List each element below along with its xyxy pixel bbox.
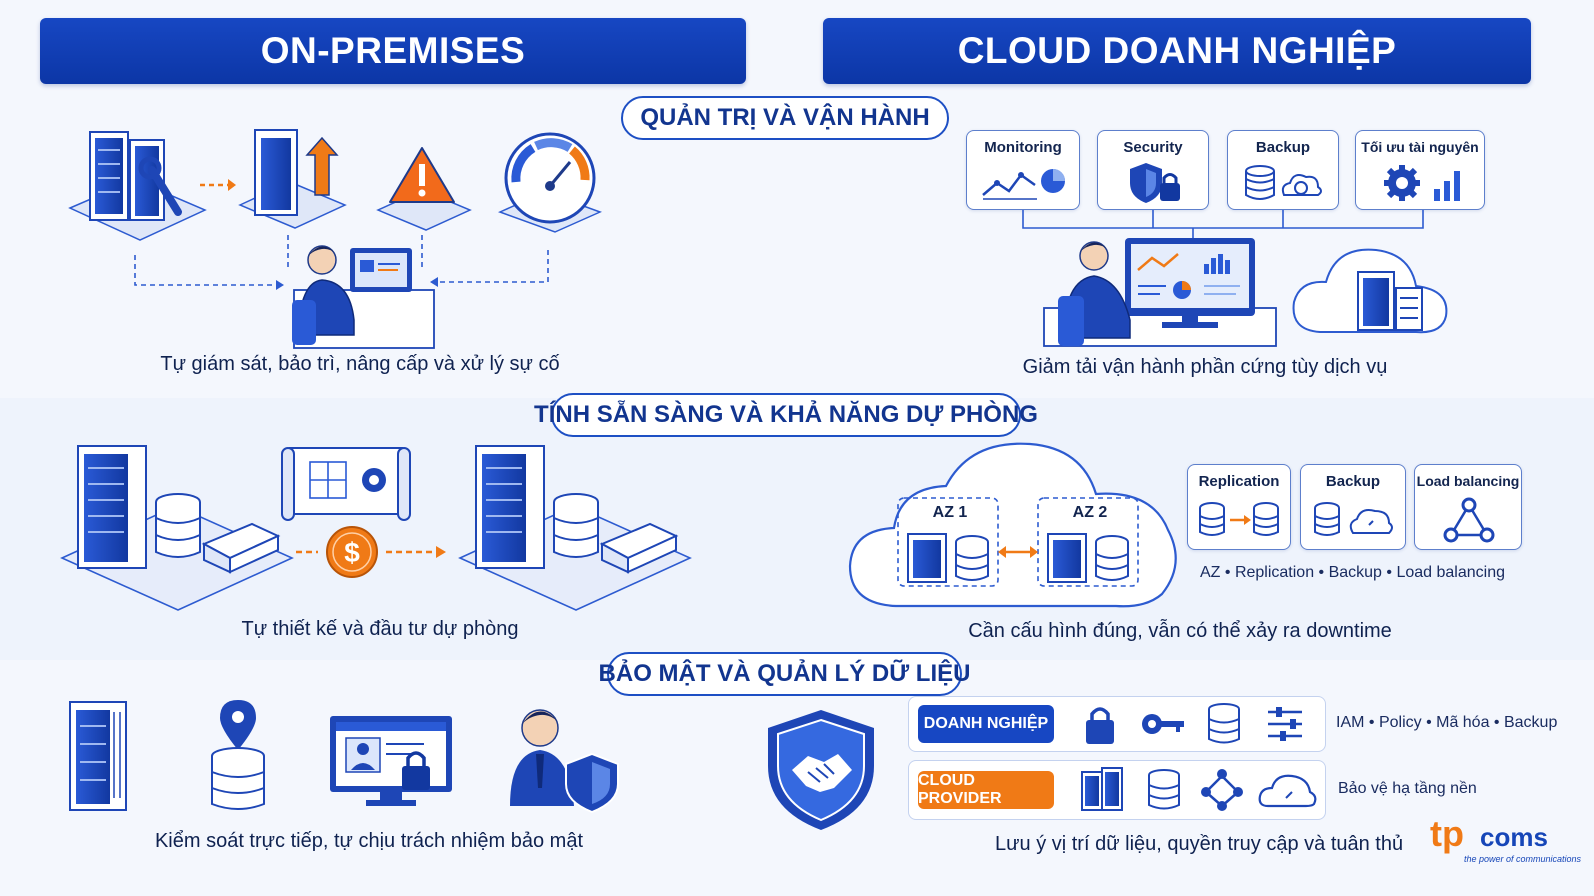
availability-cloud xyxy=(848,442,1177,608)
section-title-ops: QUẢN TRỊ VÀ VẬN HÀNH xyxy=(621,96,949,140)
card-load-balancing-title: Load balancing xyxy=(1416,473,1520,489)
availability-right-caption: Cần cấu hình đúng, vẫn có thể xảy ra dow… xyxy=(968,620,1392,642)
card-optimize-title: Tối ưu tài nguyên xyxy=(1361,139,1479,155)
chart-icon xyxy=(982,169,1065,200)
ops-right-illustration xyxy=(1022,210,1448,347)
card-backup-az-title: Backup xyxy=(1325,473,1381,490)
monitor-lock-icon xyxy=(330,716,452,806)
card-security: Security xyxy=(1097,130,1209,210)
card-security-title: Security xyxy=(1123,139,1183,156)
server-rack-icon xyxy=(69,701,127,811)
database-icon xyxy=(211,747,265,810)
handshake-shield-icon xyxy=(768,710,874,830)
monitor-icon xyxy=(1125,238,1255,328)
enterprise-note: IAM • Policy • Mã hóa • Backup xyxy=(1336,714,1558,731)
svg-text:$: $ xyxy=(344,537,360,568)
gauge-icon xyxy=(497,132,603,233)
database-cloud-icon xyxy=(1245,165,1322,200)
az1-label: AZ 1 xyxy=(932,504,968,521)
sliders-icon xyxy=(1268,707,1302,741)
database-icon xyxy=(155,493,201,558)
logo-mark: tp xyxy=(1430,813,1464,854)
topology-icon xyxy=(1201,769,1243,811)
backup-cloud-icon xyxy=(1314,502,1393,536)
user-shield-icon xyxy=(510,709,619,814)
enterprise-badge: DOANH NGHIỆP xyxy=(918,705,1054,743)
section-title-security: BẢO MẬT VÀ QUẢN LÝ DỮ LIỆU xyxy=(599,652,970,696)
security-right-caption: Lưu ý vị trí dữ liệu, quyền truy cập và … xyxy=(995,833,1404,855)
database-icon xyxy=(1208,703,1240,744)
admin-person-icon xyxy=(292,245,435,349)
key-icon xyxy=(1142,714,1184,734)
gear-icon xyxy=(1384,165,1460,201)
server-rack-icon xyxy=(475,445,545,569)
location-pin-icon xyxy=(220,700,256,750)
logo-suffix: coms xyxy=(1480,822,1548,852)
card-backup-title: Backup xyxy=(1255,139,1311,156)
ops-right-caption: Giảm tải vận hành phần cứng tùy dịch vụ xyxy=(1022,356,1388,378)
provider-badge: CLOUD PROVIDER xyxy=(918,771,1054,809)
cloud-admin-person-icon xyxy=(1058,241,1131,346)
wrench-icon xyxy=(138,156,182,216)
server-rack-icon xyxy=(68,131,207,241)
replication-icon xyxy=(1199,502,1279,536)
network-switch-icon xyxy=(201,522,281,574)
blueprint-icon xyxy=(281,447,411,521)
database-icon xyxy=(1148,769,1180,810)
security-left-caption: Kiểm soát trực tiếp, tự chịu trách nhiệm… xyxy=(154,830,584,852)
card-monitoring-title: Monitoring xyxy=(984,139,1062,156)
dollar-icon: $ xyxy=(326,526,378,578)
card-replication-title: Replication xyxy=(1198,473,1280,490)
card-backup: Backup xyxy=(1227,130,1339,210)
availability-left-illustration: $ xyxy=(60,445,692,611)
tpcoms-logo: tp coms the power of communications xyxy=(1430,812,1582,872)
server-rack-icon xyxy=(1081,767,1123,811)
ops-left-illustration xyxy=(68,129,603,349)
warning-icon xyxy=(376,147,472,231)
card-monitoring: Monitoring xyxy=(966,130,1080,210)
cloud-icon xyxy=(1292,248,1448,334)
availability-left-caption: Tự thiết kế và đầu tư dự phòng xyxy=(241,618,519,640)
database-icon xyxy=(553,493,599,558)
az2-label: AZ 2 xyxy=(1072,504,1108,521)
card-optimize: Tối ưu tài nguyên xyxy=(1355,130,1485,210)
upgrade-server-icon xyxy=(238,129,347,229)
server-rack-icon xyxy=(77,445,147,569)
card-load-balancing: Load balancing xyxy=(1414,464,1522,550)
provider-icons xyxy=(1081,767,1317,811)
enterprise-icons xyxy=(1086,703,1302,744)
header-on-premises: ON-PREMISES xyxy=(40,18,746,84)
logo-tagline: the power of communications xyxy=(1464,854,1582,864)
card-replication: Replication xyxy=(1187,464,1291,550)
header-cloud: CLOUD DOANH NGHIỆP xyxy=(823,18,1531,84)
provider-note: Bảo vệ hạ tầng nền xyxy=(1338,780,1477,797)
security-left-illustration xyxy=(69,700,619,814)
upgrade-arrow-icon xyxy=(305,136,339,196)
availability-features-line: AZ • Replication • Backup • Load balanci… xyxy=(1200,564,1505,581)
shield-lock-icon xyxy=(1130,163,1180,203)
topology-icon xyxy=(1443,497,1495,543)
ops-left-caption: Tự giám sát, bảo trì, nâng cấp và xử lý … xyxy=(160,353,560,375)
section-title-availability: TÍNH SẴN SÀNG VÀ KHẢ NĂNG DỰ PHÒNG xyxy=(534,393,1038,437)
network-switch-icon xyxy=(599,522,679,574)
card-backup-az: Backup xyxy=(1300,464,1406,550)
cloud-icon xyxy=(1258,774,1317,808)
lock-icon xyxy=(1086,707,1114,744)
